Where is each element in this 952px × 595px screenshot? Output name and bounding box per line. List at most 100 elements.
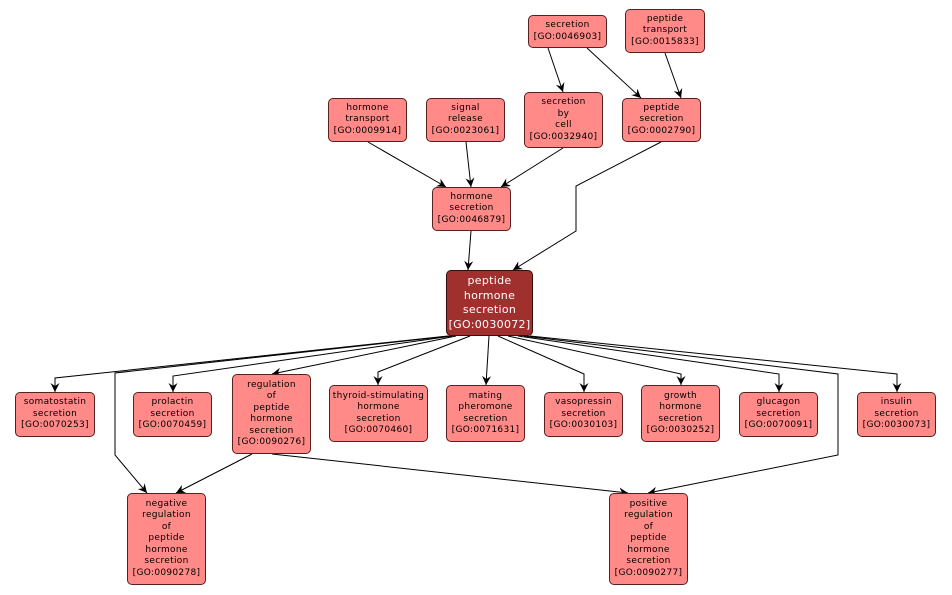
go-term-node-go-0046903[interactable]: secretion[GO:0046903]: [528, 15, 607, 48]
go-term-label-line: secretion: [756, 408, 801, 419]
go-term-label-line: hormone: [357, 402, 400, 412]
go-term-id: [GO:0030103]: [549, 420, 618, 431]
edge-go-0015833-to-go-0002790: [664, 52, 682, 99]
go-term-id: [GO:0030252]: [646, 425, 715, 435]
edge-go-0030072-to-go-0090277: [523, 335, 839, 494]
edge-go-0009914-to-go-0046879: [367, 141, 447, 188]
go-term-label-line: growth: [663, 390, 698, 401]
go-term-id: [GO:0070460]: [344, 425, 413, 435]
go-term-label-line: secretion: [449, 203, 494, 214]
go-term-label-line: signal: [451, 102, 480, 113]
go-term-label-line: secretion: [356, 413, 401, 424]
edge-go-0046903-to-go-0002790: [586, 47, 642, 99]
go-term-label-line: of: [266, 391, 277, 401]
go-term-id: [GO:0090277]: [614, 567, 683, 578]
go-term-id: [GO:0070091]: [744, 420, 813, 431]
go-term-label-line: prolactin: [151, 397, 194, 408]
arrowhead-icon: [673, 88, 683, 98]
arrowhead-icon: [892, 383, 902, 392]
go-term-label-line: hormone: [659, 402, 702, 412]
edge-go-0030072-to-go-0030103: [497, 335, 585, 392]
arrowhead-icon: [137, 483, 147, 493]
edge-go-0030072-to-go-0071631: [485, 335, 490, 386]
go-term-label-line: peptide: [148, 533, 185, 544]
edge-go-0032940-to-go-0046879: [500, 147, 564, 188]
go-term-id: [GO:0023061]: [431, 125, 500, 136]
arrowhead-icon: [168, 383, 178, 392]
go-term-label-line: secretion: [658, 413, 703, 424]
go-term-label-line: secretion: [462, 303, 517, 316]
arrowhead-icon: [774, 383, 784, 392]
arrowhead-icon: [631, 88, 641, 98]
go-term-label-line: of: [643, 521, 654, 532]
go-term-id: [GO:0090278]: [132, 567, 201, 578]
edge-go-0090276-to-go-0090278: [175, 453, 253, 494]
go-term-label-line: secretion: [626, 556, 671, 567]
edge-go-0030072-to-go-0070460: [377, 335, 471, 385]
go-term-id: [GO:0030072]: [448, 317, 531, 331]
go-term-label-line: secretion: [545, 20, 590, 30]
go-term-label-line: thyroid-stimulating: [332, 390, 425, 401]
edge-go-0002790-to-go-0030072: [512, 141, 662, 271]
arrowhead-icon: [501, 178, 512, 187]
go-term-label-line: mating: [468, 390, 503, 401]
go-term-id: [GO:0030073]: [862, 420, 931, 431]
go-term-label-line: hormone: [463, 288, 516, 302]
go-term-label-line: peptide: [646, 13, 684, 24]
edge-go-0030072-to-go-0070459: [172, 335, 453, 392]
edge-go-0030072-to-go-0090278: [114, 335, 451, 494]
go-term-id: [GO:0090276]: [237, 437, 306, 447]
arrowhead-icon: [435, 178, 446, 187]
go-term-id: [GO:0070253]: [21, 420, 89, 431]
go-term-label-line: peptide: [253, 402, 290, 413]
go-term-label-line: peptide: [643, 102, 680, 113]
go-term-id: [GO:0071631]: [451, 425, 520, 435]
edge-go-0030072-to-go-0070091: [517, 335, 780, 392]
go-term-id: [GO:0015833]: [631, 36, 699, 47]
go-term-label-line: secretion: [144, 556, 189, 567]
go-term-label-line: secretion: [463, 413, 508, 424]
go-term-label-line: secretion: [561, 408, 606, 419]
go-term-id: [GO:0070459]: [138, 420, 207, 431]
go-term-label-line: by: [557, 108, 570, 119]
go-term-label-line: cell: [555, 120, 572, 130]
go-term-label-line: hormone: [145, 544, 188, 555]
arrowhead-icon: [579, 383, 589, 392]
go-term-label-line: of: [161, 521, 172, 532]
go-term-id: [GO:0046903]: [533, 31, 602, 42]
edge-go-0090276-to-go-0090277: [271, 453, 629, 494]
go-term-label-line: hormone: [346, 102, 389, 113]
go-term-label-line: negative: [145, 498, 188, 509]
go-term-id: [GO:0046879]: [437, 214, 506, 225]
go-term-label-line: vasopressin: [555, 397, 612, 408]
go-term-label-line: hormone: [250, 414, 293, 424]
edge-go-0046879-to-go-0030072: [467, 230, 472, 271]
go-term-label-line: hormone: [627, 544, 670, 555]
go-term-label-line: transport: [642, 25, 688, 36]
edge-go-0046903-to-go-0032940: [547, 47, 564, 93]
go-term-label-line: hormone: [450, 191, 493, 202]
edge-go-0030072-to-go-0030252: [507, 335, 682, 385]
go-term-label-line: transport: [345, 114, 390, 125]
go-term-label-line: secretion: [639, 114, 684, 125]
arrowhead-icon: [464, 260, 474, 270]
